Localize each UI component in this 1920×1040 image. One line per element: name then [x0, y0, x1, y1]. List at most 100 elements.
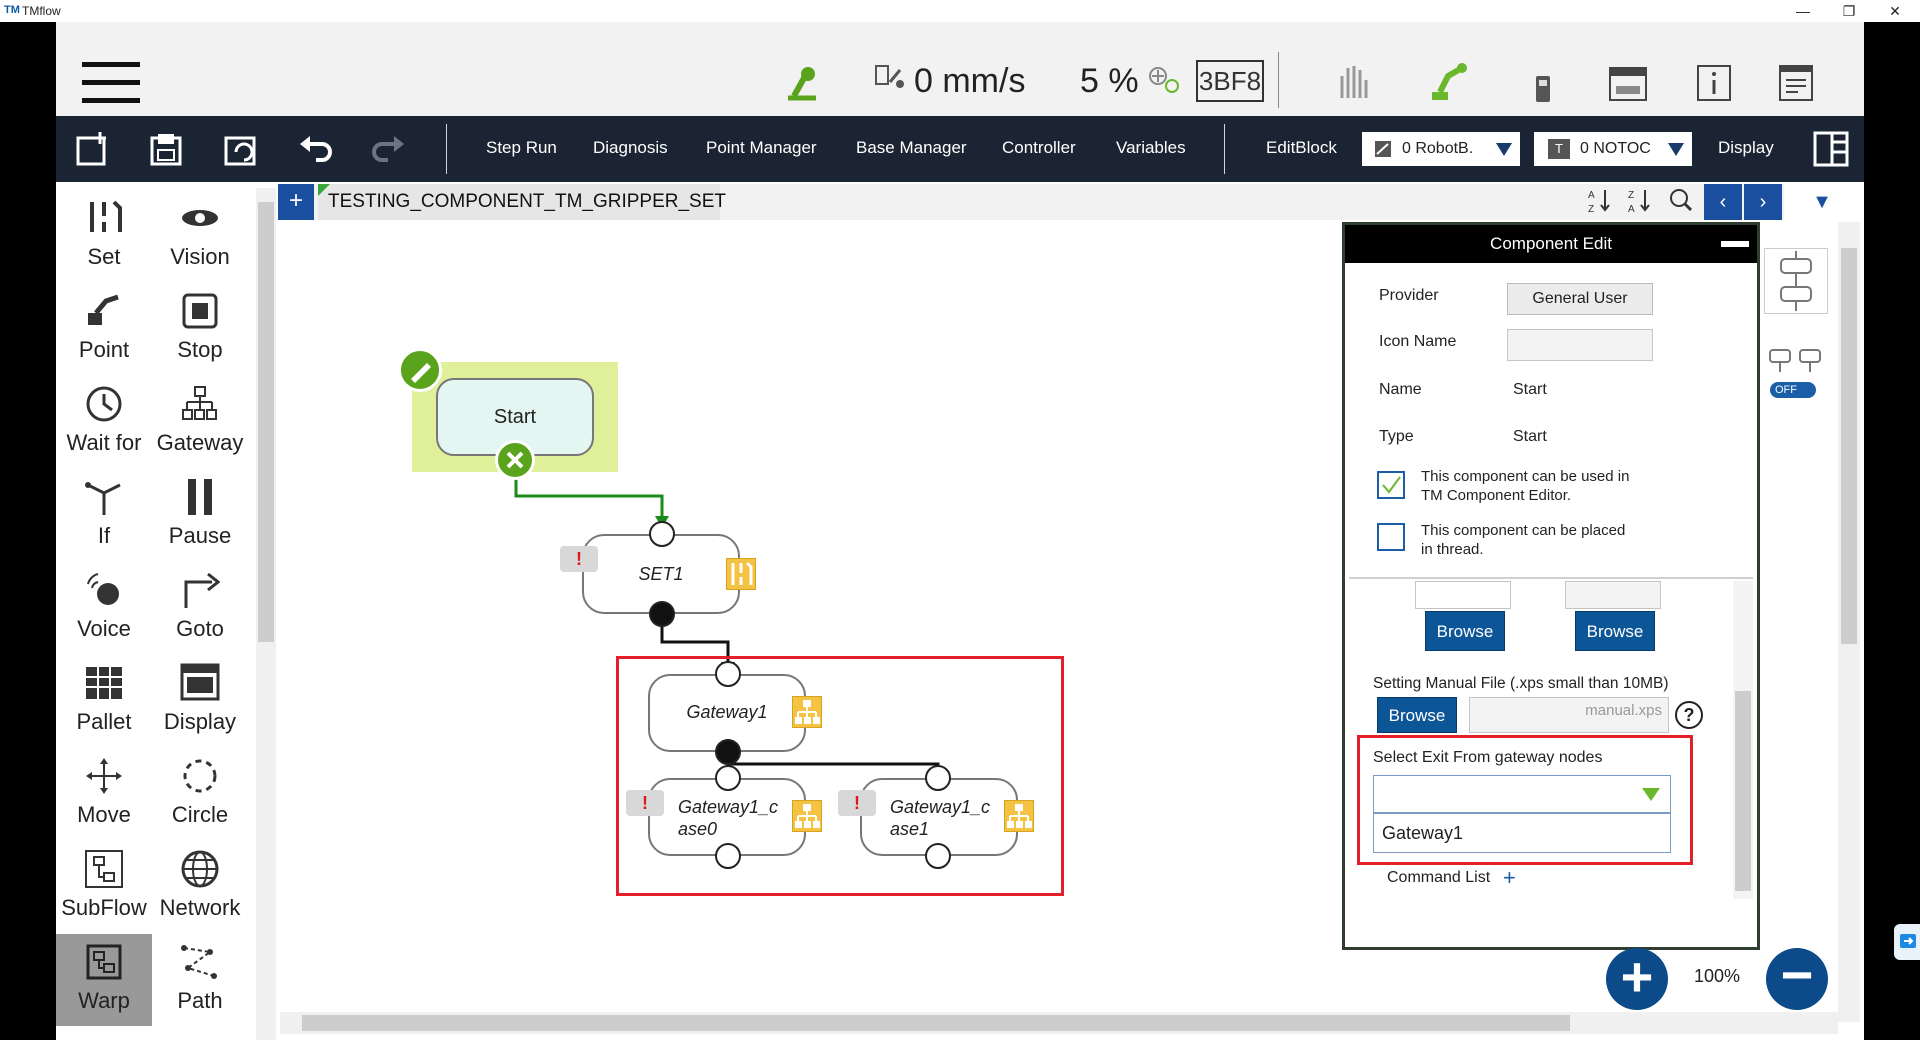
edit-node-icon[interactable]: [398, 348, 442, 392]
palette-item-goto[interactable]: Goto: [152, 562, 248, 654]
robot-base-dropdown[interactable]: 0 RobotB.: [1362, 132, 1520, 166]
menu-variables[interactable]: Variables: [1116, 138, 1186, 157]
tab-prev-button[interactable]: ‹: [1704, 184, 1742, 220]
browse-icon-disabled-button[interactable]: Browse: [1575, 611, 1655, 651]
icon-preview-box: [1415, 581, 1511, 609]
set1-node[interactable]: SET1: [582, 534, 740, 614]
minimize-button[interactable]: —: [1796, 3, 1810, 19]
palette-item-voice[interactable]: Voice: [56, 562, 152, 654]
tab-more-button[interactable]: ▼: [1784, 184, 1860, 220]
add-command-button[interactable]: +: [1503, 865, 1516, 890]
gateway1-input-port[interactable]: [715, 661, 741, 687]
panel-scroll-thumb[interactable]: [1735, 691, 1751, 891]
palette-item-wait-for[interactable]: Wait for: [56, 376, 152, 468]
gateway1-output-port[interactable]: [715, 739, 741, 765]
redo-icon[interactable]: [370, 130, 408, 168]
add-tab-button[interactable]: +: [278, 184, 314, 220]
palette-item-vision[interactable]: Vision: [152, 190, 248, 282]
layout-toggle-icon[interactable]: [1812, 130, 1850, 168]
canvas-horizontal-thumb[interactable]: [302, 1015, 1570, 1031]
panel-scrollbar[interactable]: [1733, 581, 1753, 899]
menu-diagnosis[interactable]: Diagnosis: [593, 138, 668, 157]
menu-step-run[interactable]: Step Run: [486, 138, 557, 157]
pendant-icon[interactable]: [1534, 74, 1554, 104]
open-project-icon[interactable]: [148, 130, 186, 168]
palette-item-network[interactable]: Network: [152, 841, 248, 933]
palette-item-gateway[interactable]: Gateway: [152, 376, 248, 468]
zoom-out-button[interactable]: −: [1766, 947, 1828, 1010]
palette-item-if[interactable]: If: [56, 469, 152, 561]
palette-item-display[interactable]: Display: [152, 655, 248, 747]
chevron-down-icon: [1642, 788, 1660, 801]
palette-item-warp[interactable]: Warp: [56, 934, 152, 1026]
undo-icon[interactable]: [296, 130, 334, 168]
restore-button[interactable]: ❐: [1842, 3, 1856, 19]
hand-guide-icon[interactable]: [1334, 60, 1370, 102]
case1-output-port[interactable]: [925, 843, 951, 869]
palette-item-set[interactable]: Set: [56, 190, 152, 282]
speed-adjust-icon[interactable]: [1146, 64, 1182, 96]
zoom-in-button[interactable]: +: [1606, 948, 1668, 1010]
window-title: TMflow: [22, 4, 61, 18]
remote-support-icon[interactable]: [1894, 924, 1920, 960]
menu-base-manager[interactable]: Base Manager: [856, 138, 967, 157]
log-icon[interactable]: [1778, 64, 1814, 102]
browse-icon-button[interactable]: Browse: [1425, 611, 1505, 651]
tab-flow-title[interactable]: TESTING_COMPONENT_TM_GRIPPER_SET: [318, 184, 726, 220]
exit-gateway-dropdown[interactable]: [1373, 775, 1671, 813]
speed-value: 0 mm/s: [914, 62, 1026, 100]
editor-usable-checkbox[interactable]: [1377, 471, 1405, 499]
menu-controller[interactable]: Controller: [1002, 138, 1076, 157]
palette-scroll-thumb[interactable]: [258, 202, 274, 642]
speed-percent: 5 %: [1080, 62, 1139, 100]
robot-arm-icon[interactable]: [1428, 58, 1468, 104]
canvas-vertical-scrollbar[interactable]: [1838, 222, 1860, 1022]
hamburger-menu-button[interactable]: [82, 62, 140, 104]
thread-toggle[interactable]: OFF: [1764, 342, 1828, 404]
tab-next-button[interactable]: ›: [1744, 184, 1782, 220]
palette-item-path[interactable]: Path: [152, 934, 248, 1026]
flow-overview-button[interactable]: [1764, 248, 1828, 314]
remove-node-icon[interactable]: [495, 440, 535, 480]
gateway-group-highlight: [616, 656, 1064, 896]
palette-item-subflow[interactable]: SubFlow: [56, 841, 152, 933]
palette-item-pallet[interactable]: Pallet: [56, 655, 152, 747]
info-icon[interactable]: [1696, 64, 1732, 102]
exit-selector-label: Select Exit From gateway nodes: [1373, 749, 1603, 766]
palette-item-point[interactable]: Point: [56, 283, 152, 375]
palette-item-pause[interactable]: Pause: [152, 469, 248, 561]
set1-input-port[interactable]: [649, 521, 675, 547]
robot-status-icon[interactable]: [780, 62, 822, 104]
browse-manual-button[interactable]: Browse: [1377, 697, 1457, 733]
keyboard-window-icon[interactable]: [1608, 66, 1648, 102]
menu-display[interactable]: Display: [1718, 138, 1774, 157]
canvas-vertical-thumb[interactable]: [1841, 248, 1857, 644]
case1-input-port[interactable]: [925, 765, 951, 791]
warning-badge: !: [560, 546, 598, 572]
panel-minimize-button[interactable]: [1721, 241, 1749, 247]
menu-point-manager[interactable]: Point Manager: [706, 138, 817, 157]
exit-option-gateway1[interactable]: Gateway1: [1373, 813, 1671, 853]
thread-placeable-checkbox[interactable]: [1377, 523, 1405, 551]
case0-input-port[interactable]: [715, 765, 741, 791]
icon-preview-box-disabled: [1565, 581, 1661, 609]
palette-item-circle[interactable]: Circle: [152, 748, 248, 840]
case0-output-port[interactable]: [715, 843, 741, 869]
tool-dropdown[interactable]: T 0 NOTOC: [1534, 132, 1692, 166]
save-project-icon[interactable]: [222, 130, 260, 168]
menu-editblock[interactable]: EditBlock: [1266, 138, 1337, 157]
palette-item-stop[interactable]: Stop: [152, 283, 248, 375]
new-project-icon[interactable]: [74, 130, 112, 168]
canvas-horizontal-scrollbar[interactable]: [280, 1012, 1838, 1034]
set1-output-port[interactable]: [649, 601, 675, 627]
search-node-icon[interactable]: [1664, 186, 1696, 218]
manual-file-field[interactable]: manual.xps: [1469, 697, 1669, 733]
close-button[interactable]: ✕: [1889, 3, 1901, 19]
palette-item-move[interactable]: Move: [56, 748, 152, 840]
icon-name-field[interactable]: [1507, 329, 1653, 361]
help-icon[interactable]: ?: [1675, 701, 1703, 729]
provider-value[interactable]: General User: [1507, 283, 1653, 315]
